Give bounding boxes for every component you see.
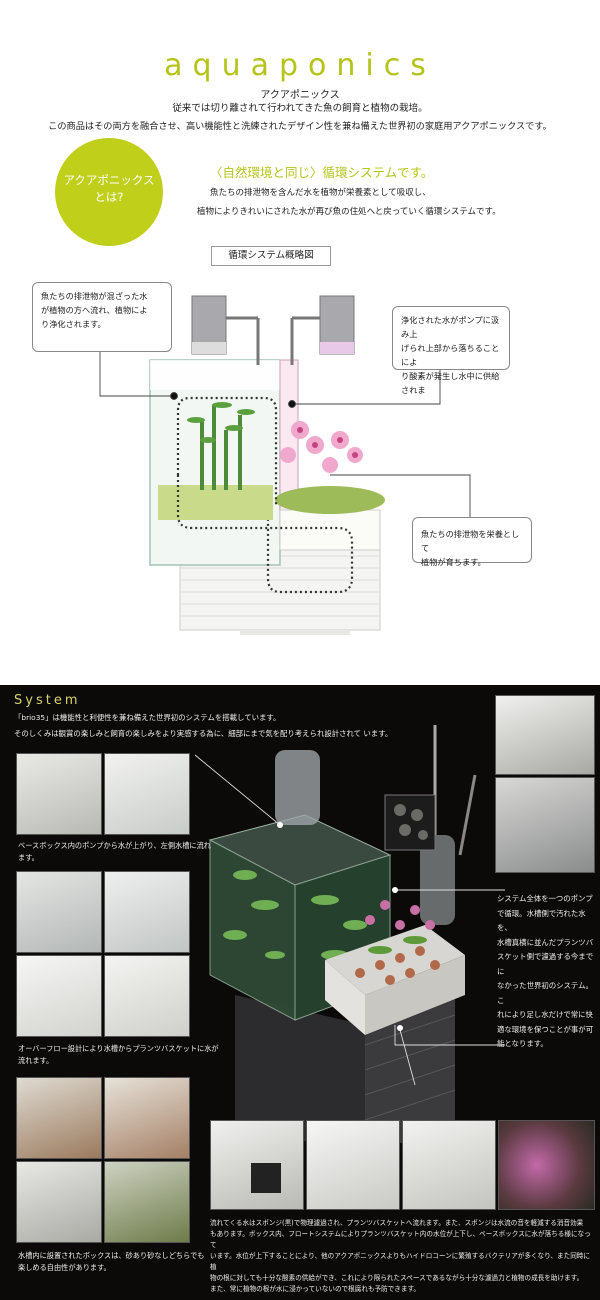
- central-product-photo: [195, 725, 505, 1155]
- sponge-photo: [210, 1120, 304, 1210]
- float-photo: [306, 1120, 400, 1210]
- callout-pump-oxygen: 浄化された水がポンプに汲み上 げられ上部から落ちることによ り酸素が発生し水中に…: [392, 306, 510, 395]
- sand-box-photo-2: [104, 1077, 190, 1159]
- callout-plants-grow: 魚たちの排泄物を栄養として 植物が育ちます。: [412, 517, 532, 567]
- page-subtitle: アクアポニックス: [260, 90, 340, 101]
- pump-system-photo: [495, 777, 595, 873]
- diagram-label: 循環システム概略図: [211, 246, 331, 266]
- intro-section: aquaponics アクアポニックス 従来では切り離されて行われてきた魚の飼育…: [32, 48, 552, 635]
- orchid-illustration: [275, 421, 385, 514]
- badge-line-2: とは?: [94, 190, 124, 204]
- overflow-photo-3: [16, 955, 102, 1037]
- system-desc-line-2: そのしくみは観賞の楽しみと飼育の楽しみをより実感する為に、細部にまで気を配り考え…: [14, 729, 393, 738]
- pump-box-photo-1: [16, 753, 102, 835]
- pump-box-photo-2: [104, 753, 190, 835]
- product-diagram: [99, 295, 471, 635]
- hydroton-photo: [498, 1120, 595, 1210]
- overflow-photo-2: [104, 871, 190, 953]
- caption-pump: ベースボックス内のポンプから水が上がり、左側水槽に流れ ます。: [18, 841, 211, 862]
- caption-sand-box: 水槽内に設置されたボックスは、砂あり砂なしどちらでも 楽しめる自由性があります。: [18, 1251, 205, 1272]
- sand-box-photo-4: [104, 1161, 190, 1243]
- callout-water-to-plants: 魚たちの排泄物が混ざった水 が植物の方へ流れ、植物によ り浄化されます。: [32, 282, 172, 352]
- what-is-aquaponics-badge: アクアポニックス とは?: [55, 138, 163, 246]
- caption-right-system: システム全体を一つのポンプ で循環。水槽側で汚れた水を、 水槽真横に並んだプラン…: [497, 894, 594, 1048]
- pump-closeup-photo: [495, 695, 595, 775]
- overflow-photo-1: [16, 871, 102, 953]
- caption-overflow: オーバーフロー設計により水槽からプランツバスケットに水が 流れます。: [18, 1044, 219, 1065]
- page-title: aquaponics: [164, 48, 436, 83]
- lamp-illustration: [191, 295, 355, 365]
- cycle-body-line-2: 植物によりきれいにされた水が再び魚の住処へと戻っていく循環システムです。: [197, 207, 501, 217]
- overflow-photo-4: [104, 955, 190, 1037]
- cycle-headline: 〈自然環境と同じ〉循環システムです。: [210, 165, 434, 180]
- bottom-description: 流れてくる水はスポンジ(黒)で物理濾過され、プランツバスケットへ流れます。また、…: [210, 1219, 591, 1293]
- system-desc-line-1: 「brio35」は機能性と利便性を兼ね備えた世界初のシステムを搭載しています。: [14, 713, 281, 722]
- flow-arrows: [176, 396, 354, 594]
- intro-line-1: 従来では切り離されて行われてきた魚の飼育と植物の栽培。: [172, 103, 428, 114]
- sand-box-photo-1: [16, 1077, 102, 1159]
- basket-photo: [402, 1120, 496, 1210]
- system-title: System: [14, 693, 81, 708]
- cycle-body-line-1: 魚たちの排泄物を含んだ水を植物が栄養素として吸収し、: [210, 188, 431, 198]
- badge-line-1: アクアポニックス: [63, 173, 155, 187]
- glass-tank-illustration: [149, 359, 281, 566]
- black-sponge-shape: [251, 1163, 281, 1193]
- intro-line-2: この商品はその両方を融合させ、高い機能性と洗練されたデザイン性を兼ね備えた世界初…: [48, 121, 552, 132]
- sand-box-photo-3: [16, 1161, 102, 1243]
- system-section: System 「brio35」は機能性と利便性を兼ね備えた世界初のシステムを搭載…: [0, 685, 600, 1300]
